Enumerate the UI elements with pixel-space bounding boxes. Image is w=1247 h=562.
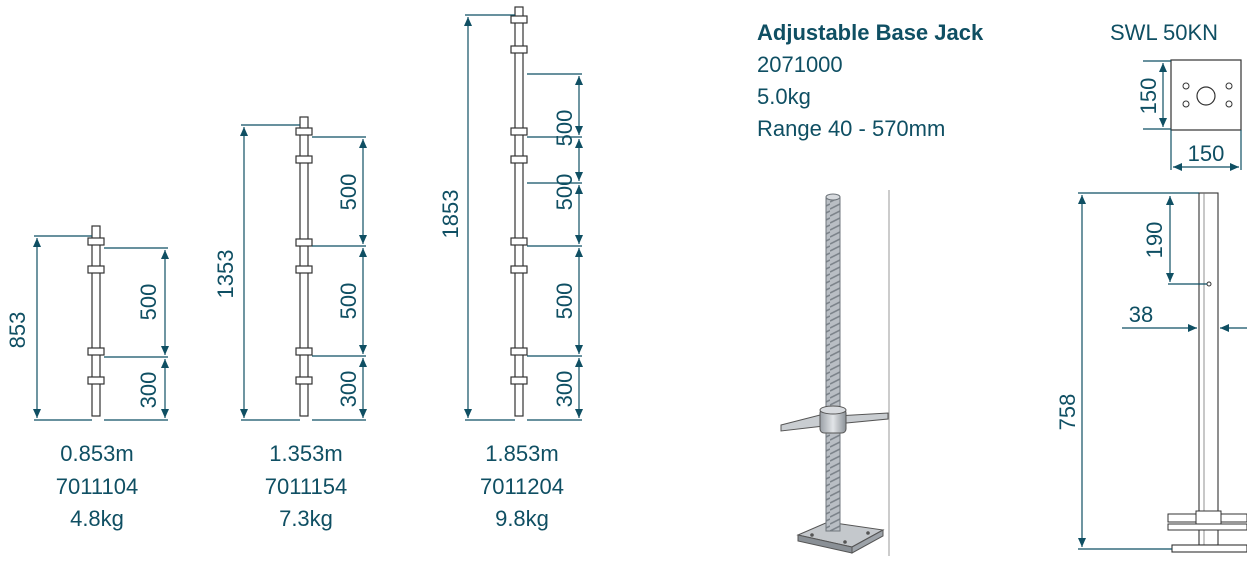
spacing-dimension: 300 [336,371,361,408]
overall-height-dimension: 758 [1055,394,1080,431]
standard-weight: 9.8kg [495,506,549,531]
plate-width-dimension: 150 [1188,141,1225,166]
base-jack-elevation: 758 190 38 [1055,192,1247,553]
base-jack-info: Adjustable Base Jack 2071000 5.0kg Range… [757,20,1218,141]
standard-code: 7011204 [480,474,564,499]
spacing-dimension: 500 [552,283,577,320]
standard-weight: 7.3kg [279,506,333,531]
standard-1853-drawing: 1853 500 500 500 300 1.853m 7011204 9.8k… [438,6,583,531]
standard-weight: 4.8kg [70,506,124,531]
overall-dimension-853: 853 [5,312,30,349]
base-jack-render [780,190,890,556]
plate-height-dimension: 150 [1136,78,1161,115]
standard-1353-drawing: 1353 500 500 300 1.353m 7011154 7.3kg [213,116,367,531]
base-plate-top-view: 150 150 [1136,59,1242,171]
tube-diameter-dimension: 38 [1129,302,1153,327]
base-jack-weight: 5.0kg [757,84,811,109]
spacing-dimension: 300 [136,372,161,409]
spacing-dimension: 500 [552,174,577,211]
standard-853-drawing: 853 500 300 0.853m 7011104 4.8kg [5,225,169,531]
rosette-nodes [295,127,313,385]
spacing-dimension: 500 [336,174,361,211]
standard-length: 1.353m [269,441,342,466]
spacing-dimension: 500 [552,110,577,147]
overall-dimension-1853: 1853 [438,190,463,239]
standard-length: 1.853m [485,441,558,466]
threaded-screw [825,196,841,532]
standard-code: 7011154 [265,474,347,499]
rosette-nodes [510,15,528,385]
base-jack-code: 2071000 [757,52,843,77]
standard-code: 7011104 [56,474,138,499]
spacing-dimension: 500 [136,284,161,321]
hole-position-dimension: 190 [1142,222,1167,259]
swl-rating: SWL 50KN [1110,20,1218,45]
spacing-dimension: 500 [336,283,361,320]
overall-dimension-1353: 1353 [213,250,238,299]
rosette-nodes [87,237,105,385]
standard-length: 0.853m [60,441,133,466]
spacing-dimension: 300 [552,371,577,408]
base-jack-range: Range 40 - 570mm [757,116,945,141]
base-jack-title: Adjustable Base Jack [757,20,984,45]
